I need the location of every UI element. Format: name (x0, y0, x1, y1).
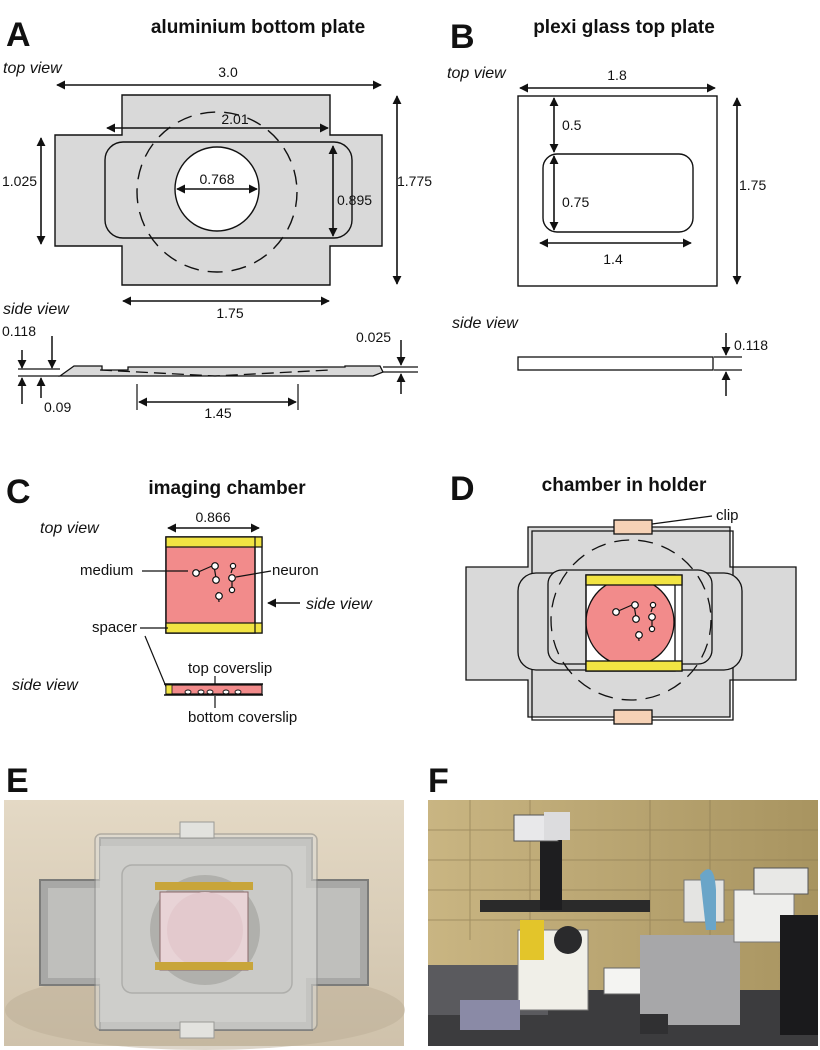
dim-inner-height: 0.895 (337, 192, 372, 208)
dim-bottom-width: 1.75 (216, 305, 243, 321)
dim-overall-width: 3.0 (218, 64, 238, 80)
panel-f: F (428, 762, 818, 1046)
panel-letter-a: A (6, 16, 31, 54)
panel-letter-d: D (450, 470, 475, 508)
label-neuron: neuron (272, 562, 319, 579)
dim-total-height: 1.775 (397, 173, 432, 189)
photo-microscope-setup (428, 800, 818, 1046)
spacer-strip-top (165, 536, 263, 548)
holder-hole (585, 577, 675, 667)
holder-dashed-circle (550, 539, 712, 701)
dim-thickness: 0.118 (2, 323, 36, 339)
dim-step: 0.09 (44, 399, 71, 415)
holder-assembly (465, 526, 797, 721)
label-spacer: spacer (92, 619, 137, 636)
dim-lip: 0.025 (356, 329, 391, 345)
label-side-view-arrow: side view (306, 596, 373, 613)
label-medium: medium (80, 562, 133, 579)
panel-a-side-view-label: side view (3, 301, 70, 318)
panel-letter-b: B (450, 18, 475, 56)
panel-d-title: chamber in holder (542, 475, 707, 496)
dim-b-offset: 0.5 (562, 117, 582, 133)
leader-spacer-side (144, 635, 168, 690)
panel-c-side-view-label: side view (12, 677, 79, 694)
panel-c: C imaging chamber top view 0.866 medium (6, 473, 373, 726)
panel-b-title: plexi glass top plate (533, 17, 715, 38)
spacer-strip-bottom (165, 622, 263, 634)
chamber-side-view (164, 683, 263, 696)
panel-a-title: aluminium bottom plate (151, 17, 365, 38)
dim-slot-width: 2.01 (221, 111, 248, 127)
panel-b-top-view-label: top view (447, 65, 507, 82)
chamber-top-view (165, 536, 263, 634)
dim-hole-diameter: 0.768 (199, 171, 234, 187)
panel-b: B plexi glass top plate top view 1.8 0.5… (447, 17, 768, 396)
dim-b-height: 1.75 (739, 177, 766, 193)
panel-b-side-view-label: side view (452, 315, 519, 332)
leader-neuron (235, 570, 272, 578)
holder-spacer-bottom (585, 660, 683, 672)
top-plate-window (542, 153, 694, 233)
panel-a: A aluminium bottom plate top view 3.0 2.… (2, 16, 432, 421)
neuron-cells (192, 562, 237, 603)
panel-e: E (4, 762, 405, 1050)
panel-c-title: imaging chamber (148, 478, 306, 499)
dim-b-window-height: 0.75 (562, 194, 589, 210)
label-top-coverslip: top coverslip (188, 660, 272, 677)
holder-neuron-cells (612, 601, 657, 642)
label-bottom-coverslip: bottom coverslip (188, 709, 297, 726)
panel-c-top-view-label: top view (40, 520, 100, 537)
dim-b-width: 1.8 (607, 67, 627, 83)
panel-letter-e: E (6, 762, 29, 800)
panel-d: D chamber in holder clip (450, 470, 797, 725)
plate-side-profile (18, 365, 418, 377)
panel-letter-c: C (6, 473, 31, 511)
holder-spacer-top (585, 574, 683, 586)
dim-b-thickness: 0.118 (734, 337, 768, 353)
dim-b-window-width: 1.4 (603, 251, 623, 267)
photo-chamber-holder (4, 800, 405, 1050)
panel-a-top-view-label: top view (3, 60, 63, 77)
top-plate-side-profile (517, 356, 714, 371)
label-clip: clip (716, 507, 739, 524)
dim-recess-width: 1.45 (204, 405, 231, 421)
plate-dashed-circle (136, 111, 298, 273)
leader-clip (651, 515, 713, 525)
clip-bottom (613, 709, 653, 725)
dim-c-width: 0.866 (195, 509, 230, 525)
dim-outer-height: 1.025 (2, 173, 37, 189)
clip-top (613, 519, 653, 535)
panel-letter-f: F (428, 762, 449, 800)
